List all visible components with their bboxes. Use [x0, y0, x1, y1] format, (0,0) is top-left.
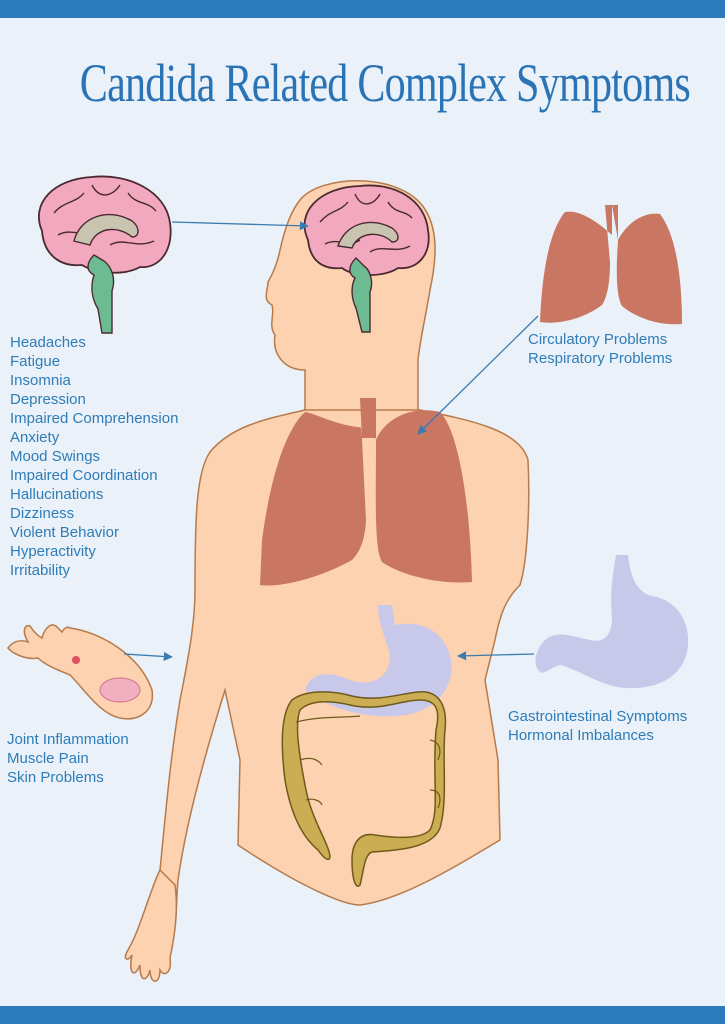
torso-stomach — [305, 605, 452, 717]
bottom-border — [0, 1006, 725, 1024]
skin-symptom-item: Joint Inflammation — [7, 731, 129, 748]
stomach-illustration — [535, 555, 689, 689]
skin-symptom-item: Muscle Pain — [7, 750, 89, 767]
neuro-symptom-item: Violent Behavior — [10, 524, 119, 541]
arrow-brain — [171, 221, 309, 231]
neuro-symptom-item: Impaired Comprehension — [10, 410, 179, 427]
arrow-lungs — [417, 315, 539, 435]
neuro-symptom-item: Depression — [10, 391, 86, 408]
brain-illustration — [37, 175, 172, 334]
neuro-symptom-item: Mood Swings — [10, 448, 101, 465]
neuro-symptom-item: Insomnia — [10, 372, 71, 389]
hand-silhouette — [124, 868, 178, 982]
arm-illustration — [7, 624, 154, 720]
neuro-symptom-item: Fatigue — [10, 353, 61, 370]
neuro-symptom-item: Hyperactivity — [10, 543, 96, 560]
skin-symptom-item: Skin Problems — [7, 769, 104, 786]
neuro-symptom-item: Headaches — [10, 334, 86, 351]
head-brain — [303, 184, 430, 333]
neuro-symptom-item: Impaired Coordination — [10, 467, 158, 484]
lungs-illustration — [540, 205, 682, 325]
neuro-symptom-item: Dizziness — [10, 505, 75, 522]
neuro-symptom-item: Anxiety — [10, 429, 60, 446]
lung-symptom-item: Circulatory Problems — [528, 331, 668, 348]
gut-symptom-item: Gastrointestinal Symptoms — [508, 708, 688, 725]
arrow-stomach — [457, 651, 535, 661]
pointer-arrows — [123, 221, 539, 662]
page-title: Candida Related Complex Symptoms — [79, 53, 691, 113]
neuro-symptom-item: Irritability — [10, 562, 71, 579]
neuro-symptom-item: Hallucinations — [10, 486, 104, 503]
torso-lungs — [260, 398, 472, 586]
arrow-arm — [123, 651, 173, 662]
intestines — [281, 691, 447, 887]
gut-symptom-item: Hormonal Imbalances — [508, 727, 654, 744]
top-border — [0, 0, 725, 18]
lung-symptom-item: Respiratory Problems — [528, 350, 673, 367]
